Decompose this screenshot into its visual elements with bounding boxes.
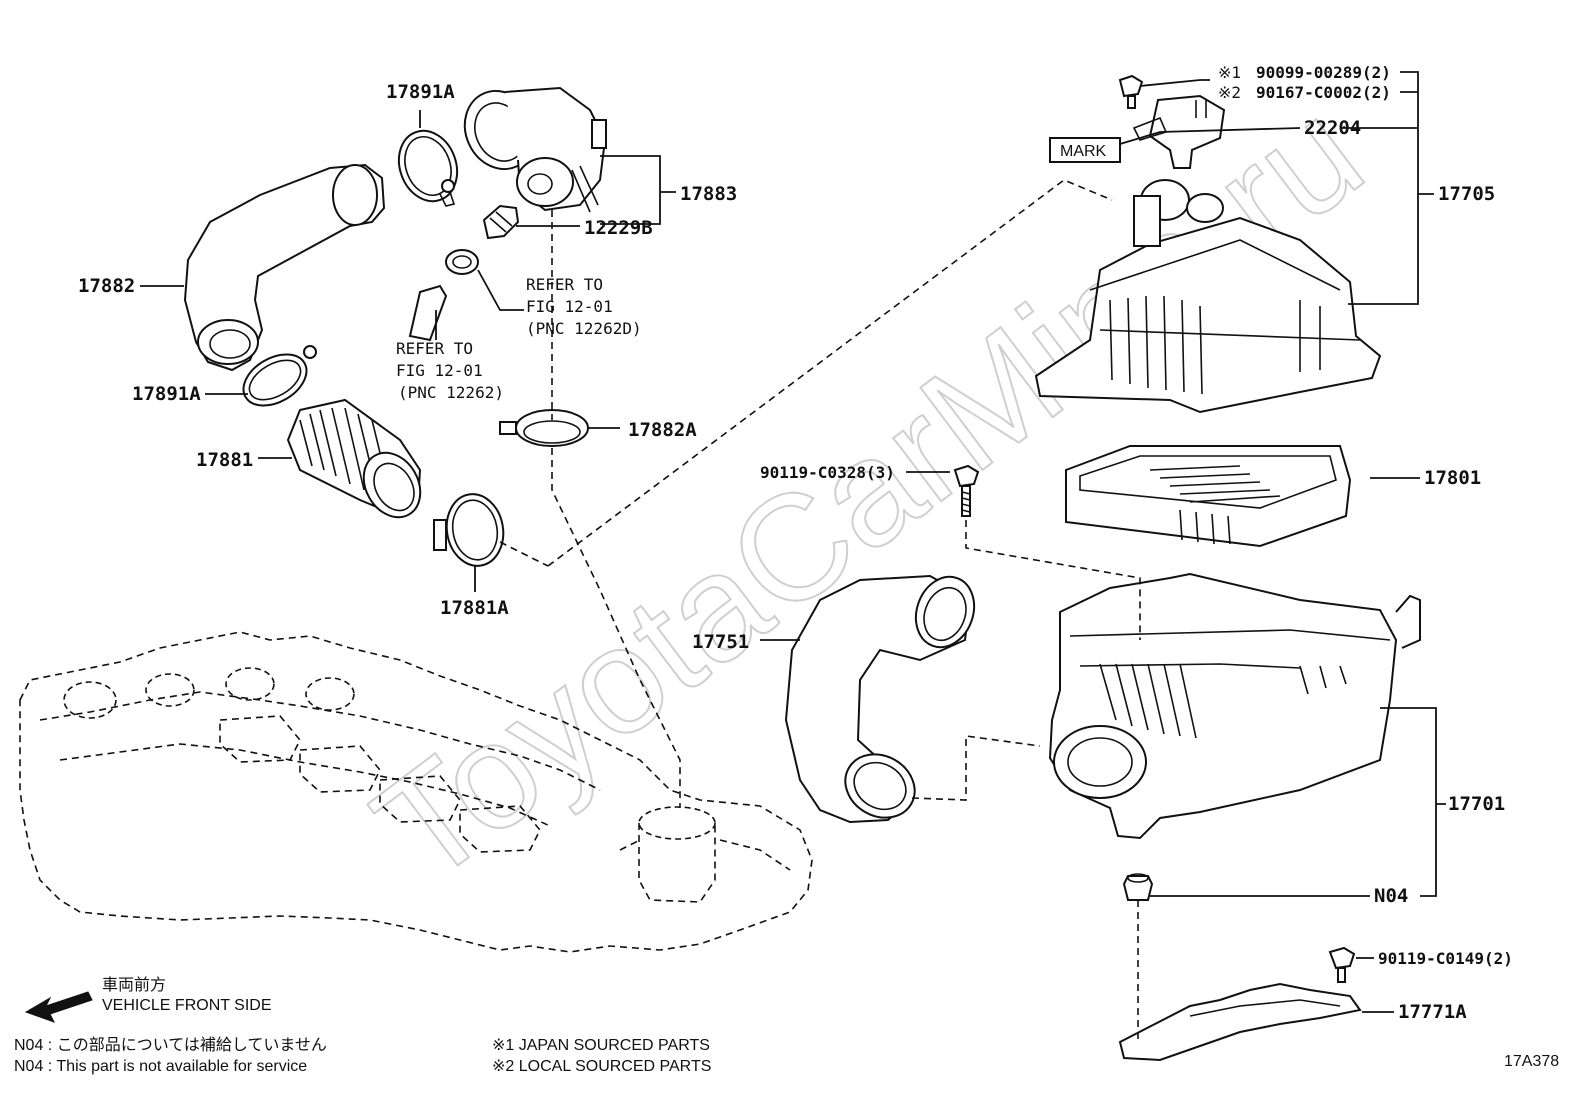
label-22204: 22204 xyxy=(1304,117,1361,139)
refer-to-line2: FIG 12-01 xyxy=(396,361,483,380)
label-17701: 17701 xyxy=(1448,793,1505,815)
refer-to-line1: REFER TO xyxy=(526,275,603,294)
part-17881-hose xyxy=(286,398,422,519)
label-mark1: ※1 xyxy=(1218,63,1241,82)
part-labels: 17891A 17883 12229B 17882 17891A 17881 1… xyxy=(78,63,1513,1023)
part-12229b-valve xyxy=(482,204,520,240)
part-n04-grommet xyxy=(1122,873,1154,901)
refer-to-12262d: REFER TO FIG 12-01 (PNC 12262D) xyxy=(526,275,642,338)
label-17771a: 17771A xyxy=(1398,1001,1467,1023)
part-90119-c0328-bolt xyxy=(953,464,980,517)
refer-to-12262: REFER TO FIG 12-01 (PNC 12262) xyxy=(396,339,504,402)
refer-to-line1: REFER TO xyxy=(396,339,473,358)
label-17881a: 17881A xyxy=(440,597,509,619)
mark-label: MARK xyxy=(1060,143,1107,160)
footnotes: N04 : この部品については補給していません N04 : This part … xyxy=(14,1036,1559,1075)
part-17701-case xyxy=(1048,572,1421,840)
label-n04: N04 xyxy=(1374,885,1408,907)
label-17891a-top: 17891A xyxy=(386,81,455,103)
source-note-2: ※2 LOCAL SOURCED PARTS xyxy=(492,1058,711,1075)
label-90099: 90099-00289(2) xyxy=(1256,63,1391,82)
label-mark2: ※2 xyxy=(1218,83,1241,102)
source-note-1: ※1 JAPAN SOURCED PARTS xyxy=(492,1037,710,1054)
part-17705-cap xyxy=(1034,179,1382,414)
ref-hose-clamp xyxy=(408,249,479,342)
part-17881a-clamp xyxy=(433,493,505,567)
front-arrow: 車両前方 VEHICLE FRONT SIDE xyxy=(24,976,272,1023)
connection-lines xyxy=(499,179,1141,1040)
part-90119-c0149-bolt xyxy=(1328,946,1356,983)
label-90167: 90167-C0002(2) xyxy=(1256,83,1391,102)
front-side-en: VEHICLE FRONT SIDE xyxy=(102,997,272,1014)
front-side-jp: 車両前方 xyxy=(102,976,166,994)
label-17801: 17801 xyxy=(1424,467,1481,489)
n04-note-jp: N04 : この部品については補給していません xyxy=(14,1036,327,1054)
label-12229b: 12229B xyxy=(584,217,653,239)
part-17891a-top-clamp xyxy=(397,129,459,207)
arrow-left-icon xyxy=(24,991,93,1023)
label-17705: 17705 xyxy=(1438,183,1495,205)
illustration-code: 17A378 xyxy=(1504,1053,1559,1070)
engine-outline xyxy=(19,631,813,953)
part-90099-screw xyxy=(1118,74,1144,109)
refer-to-line3: (PNC 12262) xyxy=(398,383,504,402)
part-17882a-band xyxy=(499,409,589,447)
part-17883-connector xyxy=(463,86,607,213)
leader-lines xyxy=(140,71,1446,1013)
label-90119-c0149: 90119-C0149(2) xyxy=(1378,949,1513,968)
label-90119-c0328: 90119-C0328(3) xyxy=(760,463,895,482)
part-17891a-mid-clamp xyxy=(242,345,317,407)
n04-note-en: N04 : This part is not available for ser… xyxy=(14,1058,307,1075)
refer-to-line3: (PNC 12262D) xyxy=(526,319,642,338)
label-17881: 17881 xyxy=(196,449,253,471)
refer-to-line2: FIG 12-01 xyxy=(526,297,613,316)
part-17882-pipe xyxy=(183,163,386,372)
part-17771a-bracket xyxy=(1118,982,1362,1062)
part-17751-duct xyxy=(784,574,976,824)
part-17801-filter xyxy=(1065,445,1352,548)
label-17883: 17883 xyxy=(680,183,737,205)
label-17882a: 17882A xyxy=(628,419,697,441)
label-17751: 17751 xyxy=(692,631,749,653)
label-17891a-mid: 17891A xyxy=(132,383,201,405)
label-17882: 17882 xyxy=(78,275,135,297)
mark-box: MARK xyxy=(1049,137,1121,163)
